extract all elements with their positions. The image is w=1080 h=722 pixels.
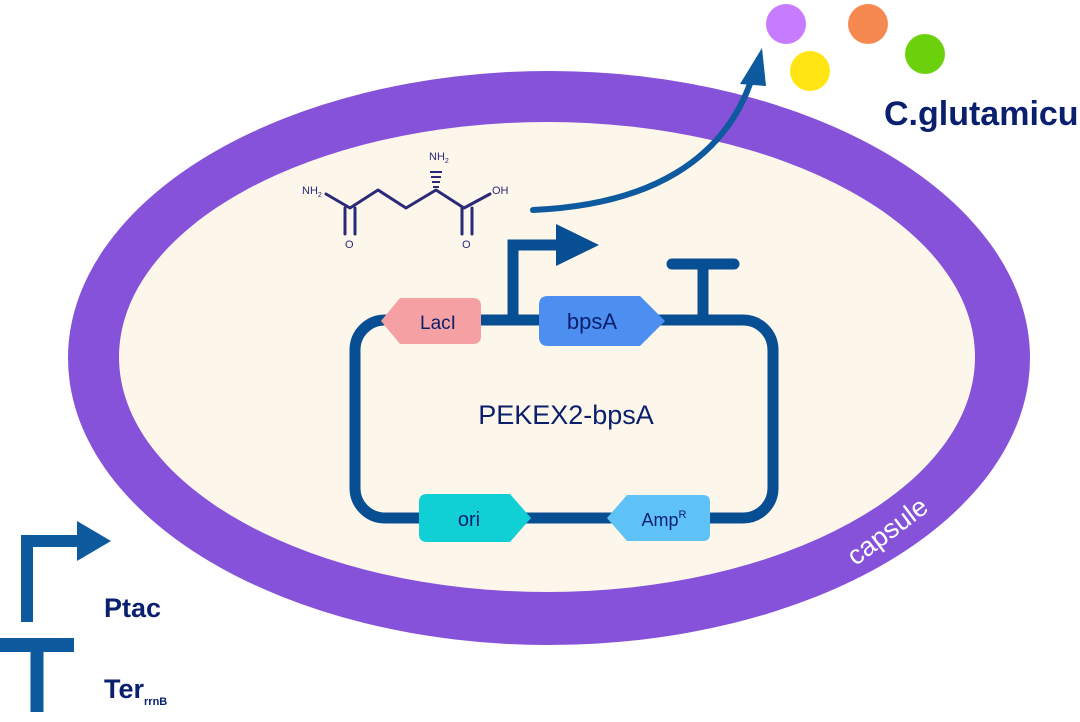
glutamine-molecule: [324, 188, 492, 236]
oxygen-right-label: O: [462, 239, 471, 251]
gene-ori-label: ori: [458, 509, 480, 531]
gene-bpsa: bpsA: [539, 296, 665, 346]
plasmid-promoter-arrowhead: [556, 224, 599, 266]
organism-label: C.glutamicum: [884, 95, 1080, 133]
amine-top-label: NH2: [429, 151, 449, 165]
plasmid-name: PEKEX2-bpsA: [478, 400, 654, 430]
export-arrow-head: [740, 48, 766, 86]
cytoplasm: [119, 122, 975, 592]
gene-bpsa-label: bpsA: [567, 309, 617, 334]
hydroxyl-label: OH: [492, 185, 509, 197]
gene-ampr: AmpR: [607, 495, 710, 541]
legend-promoter-arrowhead: [77, 521, 111, 561]
product-dot-yellow: [790, 51, 830, 91]
legend-terminator-label: TerrrnB: [104, 674, 167, 708]
plasmid-promoter: [507, 239, 560, 320]
gene-ori: ori: [419, 494, 531, 542]
gene-laci: LacI: [381, 298, 481, 344]
product-dot-orange: [848, 4, 888, 44]
legend-promoter-icon: [21, 535, 82, 622]
gene-ampr-label: AmpR: [642, 509, 687, 530]
stereo-hash-bond: [430, 171, 442, 188]
product-dot-purple: [766, 4, 806, 44]
export-arrow: [530, 75, 755, 213]
gene-laci-label: LacI: [420, 313, 456, 334]
amine-left-label: NH2: [302, 185, 322, 199]
oxygen-left-label: O: [345, 239, 354, 251]
legend-promoter-label: Ptac: [104, 593, 161, 623]
product-dot-green: [905, 34, 945, 74]
